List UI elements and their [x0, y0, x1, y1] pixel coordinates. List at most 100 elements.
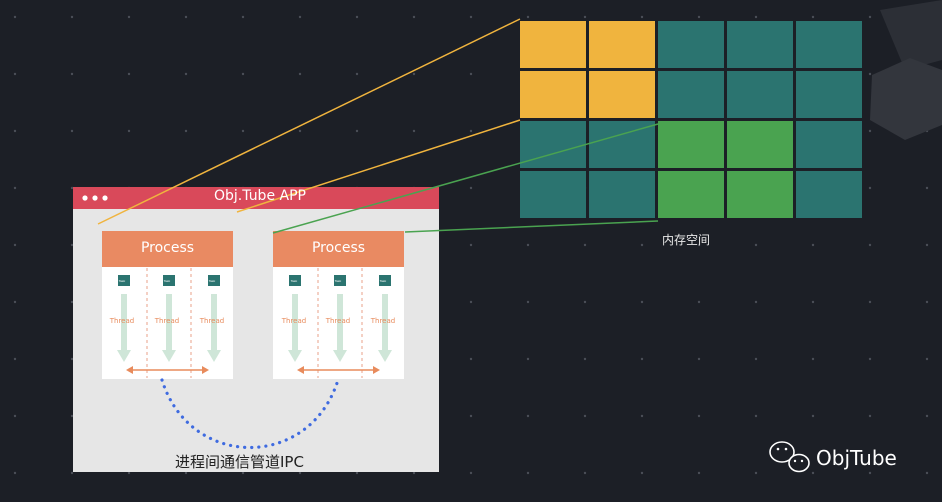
- background-dot: [70, 300, 74, 304]
- background-dot: [127, 129, 131, 133]
- background-dot: [811, 414, 815, 418]
- background-dot: [697, 414, 701, 418]
- background-dot: [868, 72, 872, 76]
- connector-line-yellow-bottom: [236, 119, 521, 213]
- background-dot: [640, 15, 644, 19]
- background-dot: [469, 186, 473, 190]
- background-dot: [526, 300, 530, 304]
- background-dot: [697, 243, 701, 247]
- task-label: Task: [163, 279, 171, 283]
- background-dot: [868, 414, 872, 418]
- background-dot: [13, 72, 17, 76]
- background-dot: [13, 357, 17, 361]
- memory-cell: [589, 71, 655, 118]
- ipc-caption: 进程间通信管道IPC: [175, 453, 304, 471]
- double-arrow-head: [202, 366, 209, 374]
- background-dot: [925, 186, 929, 190]
- background-dot: [70, 129, 74, 133]
- brand-name: ObjTube: [816, 446, 897, 470]
- memory-cell: [520, 171, 586, 218]
- background-dot: [469, 72, 473, 76]
- task-block: [334, 275, 346, 286]
- task-block: [163, 275, 175, 286]
- background-dot: [526, 15, 530, 19]
- background-dot: [583, 357, 587, 361]
- background-dot: [355, 15, 359, 19]
- background-dot: [640, 471, 644, 475]
- task-label: Task: [334, 279, 342, 283]
- background-dot: [298, 15, 302, 19]
- memory-cell: [520, 21, 586, 68]
- background-dot: [754, 357, 758, 361]
- background-dot: [13, 414, 17, 418]
- background-dot: [412, 72, 416, 76]
- background-dot: [640, 357, 644, 361]
- background-dot: [697, 357, 701, 361]
- background-dot: [811, 300, 815, 304]
- task-block: [289, 275, 301, 286]
- background-dot: [127, 471, 131, 475]
- thread-label: Thread: [154, 317, 180, 325]
- background-dot: [811, 471, 815, 475]
- memory-cell: [796, 71, 862, 118]
- background-dot: [469, 129, 473, 133]
- background-dot: [526, 357, 530, 361]
- thread-arrow-head: [378, 350, 392, 362]
- background-dot: [412, 15, 416, 19]
- memory-cell: [589, 121, 655, 168]
- background-dot: [583, 471, 587, 475]
- background-dot: [925, 300, 929, 304]
- background-dot: [697, 15, 701, 19]
- connector-line-green-bottom: [404, 220, 659, 233]
- background-dot: [298, 72, 302, 76]
- memory-cell: [727, 71, 793, 118]
- background-dot: [355, 129, 359, 133]
- background-dot: [583, 300, 587, 304]
- background-dot: [925, 243, 929, 247]
- background-dot: [640, 414, 644, 418]
- memory-cell: [658, 121, 724, 168]
- background-dot: [469, 357, 473, 361]
- background-dot: [70, 72, 74, 76]
- background-dot: [469, 15, 473, 19]
- thread-label: Thread: [281, 317, 307, 325]
- background-dot: [469, 471, 473, 475]
- background-dot: [241, 15, 245, 19]
- memory-cell: [796, 121, 862, 168]
- background-dot: [754, 243, 758, 247]
- background-dot: [697, 471, 701, 475]
- thread-label: Thread: [325, 317, 351, 325]
- background-dot: [811, 357, 815, 361]
- background-dot: [13, 471, 17, 475]
- memory-grid: [520, 21, 862, 218]
- background-dot: [811, 243, 815, 247]
- memory-cell: [589, 21, 655, 68]
- connector-line-green-top: [272, 123, 659, 234]
- task-label: Task: [118, 279, 126, 283]
- memory-cell: [658, 171, 724, 218]
- background-dot: [868, 471, 872, 475]
- background-dot: [13, 186, 17, 190]
- background-dot: [868, 357, 872, 361]
- background-dot: [925, 357, 929, 361]
- background-dot: [298, 471, 302, 475]
- task-label: Task: [290, 279, 298, 283]
- background-dot: [298, 129, 302, 133]
- ipc-pipe: [160, 378, 340, 450]
- background-dot: [70, 357, 74, 361]
- memory-cell: [658, 71, 724, 118]
- background-dot: [526, 243, 530, 247]
- background-dot: [184, 129, 188, 133]
- background-dot: [13, 129, 17, 133]
- memory-caption: 内存空间: [662, 233, 711, 247]
- background-dot: [184, 15, 188, 19]
- background-dot: [583, 414, 587, 418]
- wechat-icon: [769, 441, 810, 473]
- background-dot: [355, 471, 359, 475]
- background-dot: [469, 243, 473, 247]
- app-title: Obj.Tube APP: [214, 188, 306, 204]
- background-dot: [640, 243, 644, 247]
- background-dot: [241, 72, 245, 76]
- background-dot: [355, 72, 359, 76]
